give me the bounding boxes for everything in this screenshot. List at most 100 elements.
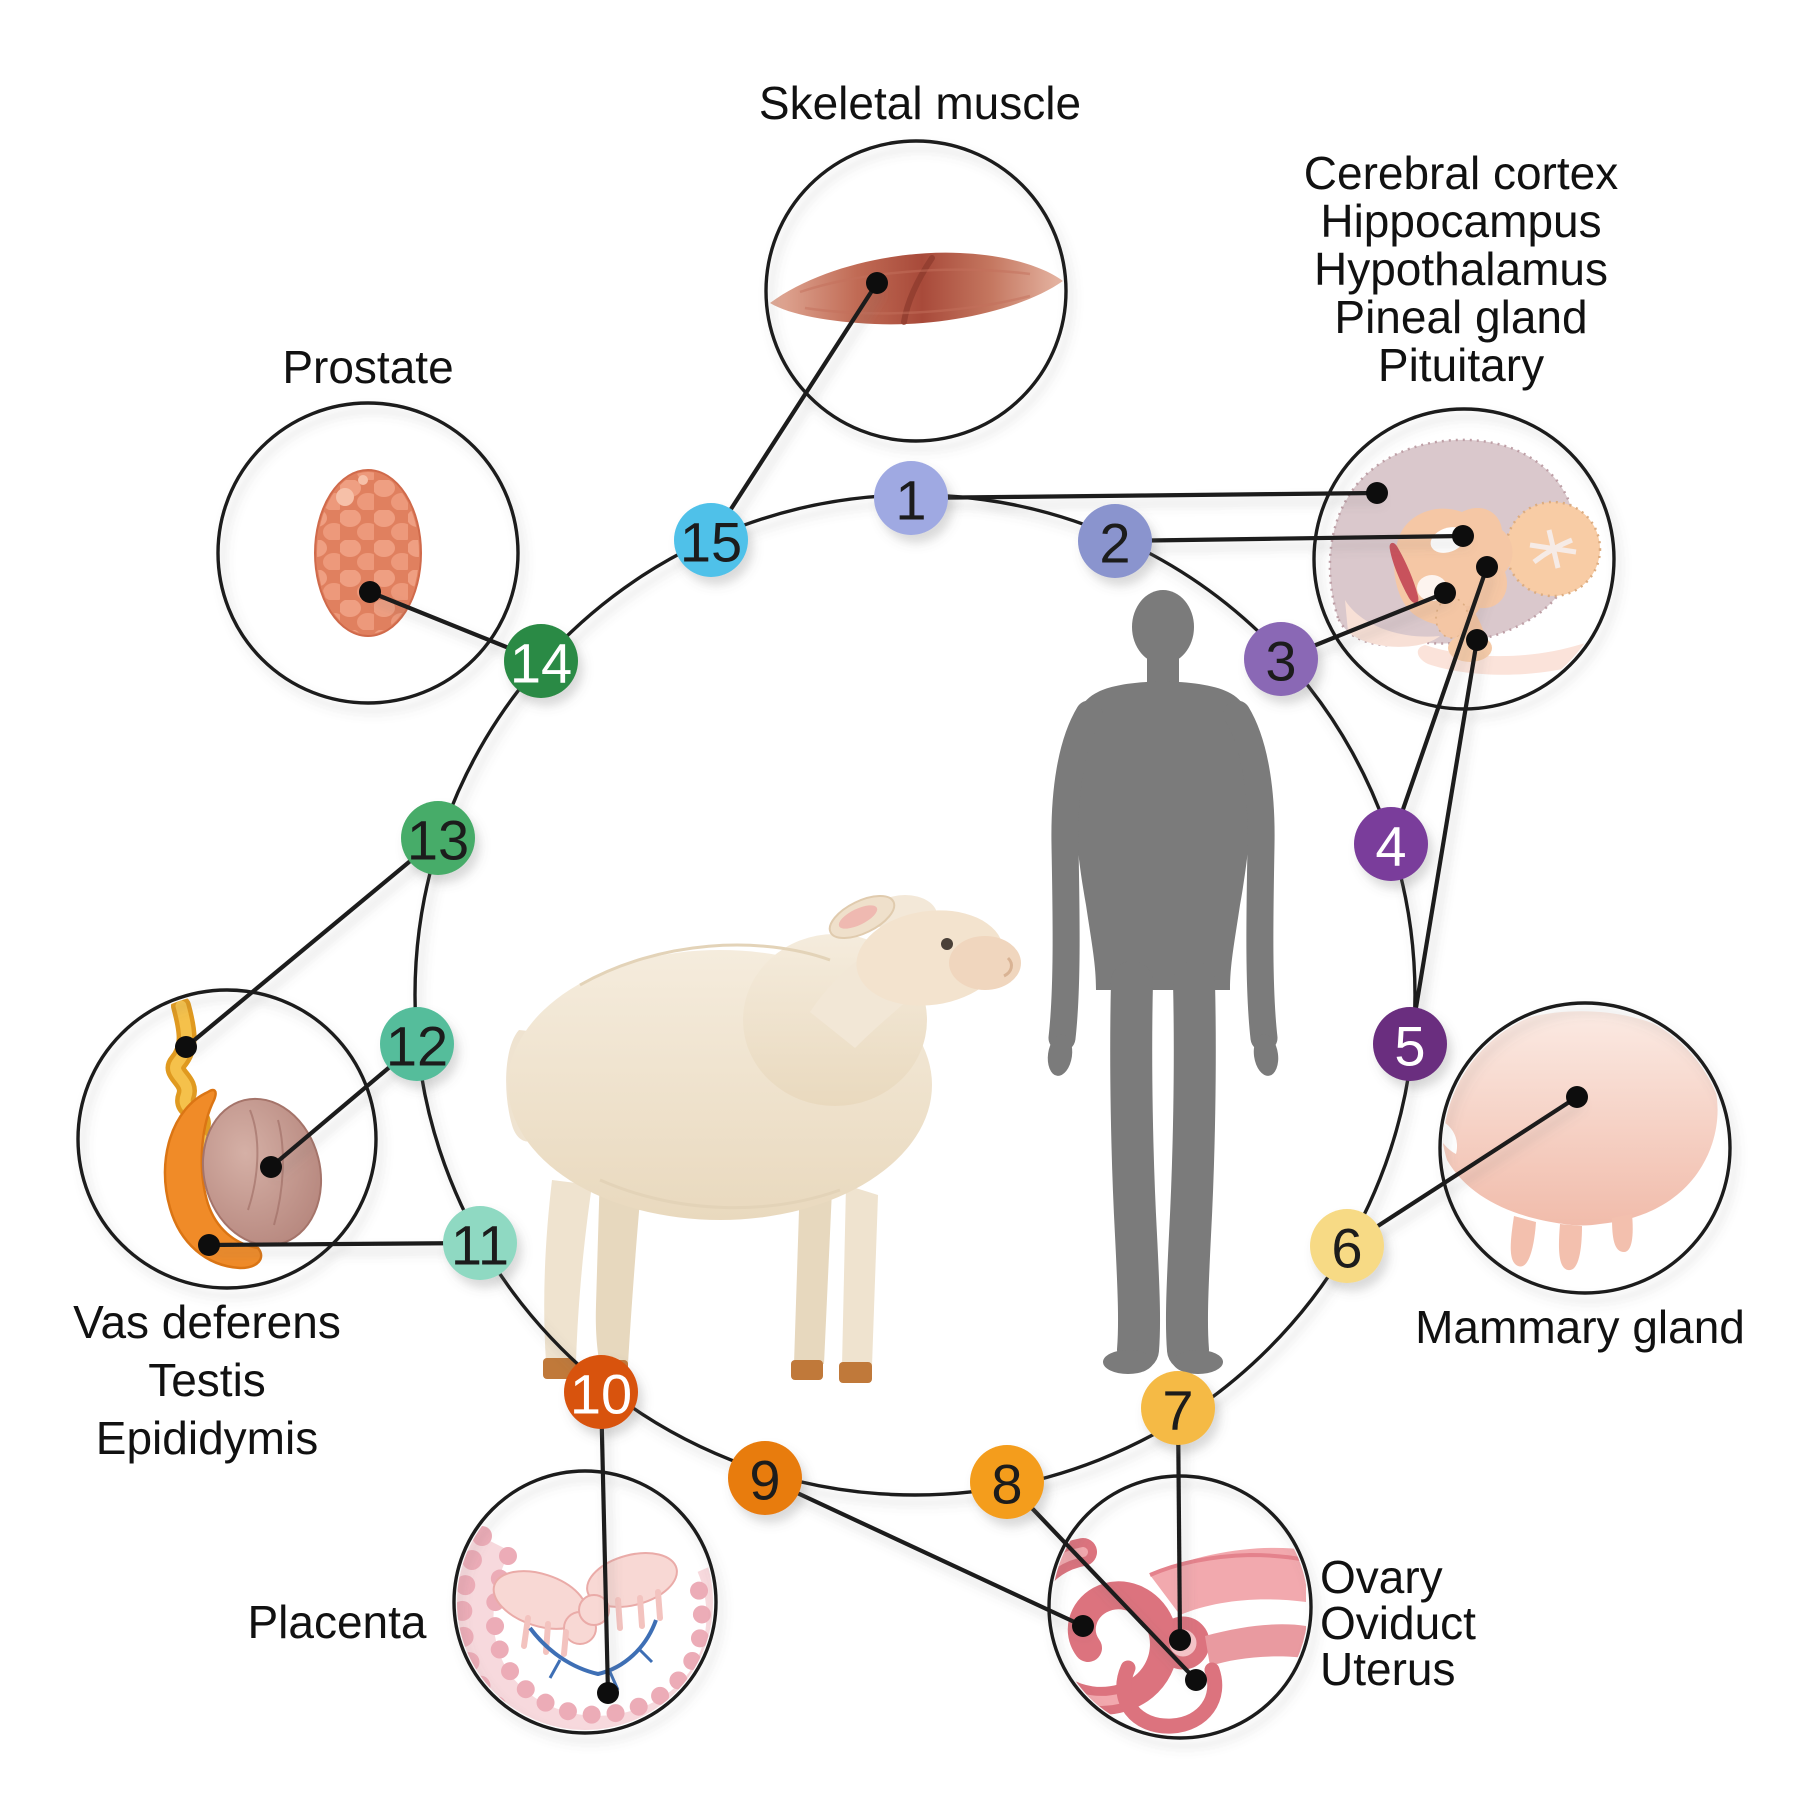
temporal-lobe [1345, 600, 1440, 647]
prostate-highlight [358, 475, 368, 485]
anatomy-dot-13 [175, 1036, 197, 1058]
human-foot-right [1173, 1350, 1223, 1374]
prostate-circle [216, 401, 520, 705]
node-number: 14 [510, 632, 572, 695]
anatomy-dot-14 [359, 581, 381, 603]
anatomy-dot-7 [1169, 1629, 1191, 1651]
node-badge-8: 8 [970, 1445, 1044, 1519]
anatomy-dot-1 [1366, 482, 1388, 504]
node-badge-15: 15 [674, 503, 748, 577]
human-hand-right [1253, 1034, 1279, 1076]
node-badge-12: 12 [380, 1007, 454, 1081]
oviduct-band [1205, 1624, 1306, 1666]
sheep-wool-line [599, 1178, 841, 1210]
lead-line-15 [709, 281, 879, 542]
mammary-gland-circle [1438, 1001, 1732, 1295]
human-arm-left [1048, 700, 1103, 1052]
node-badge-2: 2 [1078, 504, 1152, 578]
human-hand-left [1047, 1034, 1073, 1076]
anatomy-dots [175, 272, 1588, 1704]
node-number: 10 [570, 1363, 632, 1426]
ventricle-red [1389, 542, 1419, 604]
lead-line-13 [184, 836, 440, 1049]
node-badge-10: 10 [564, 1355, 638, 1429]
node-badge-14: 14 [504, 624, 578, 698]
teat [1558, 1224, 1582, 1271]
cotyledon-band [457, 1533, 713, 1730]
node-number: 6 [1331, 1217, 1362, 1280]
teat [1612, 1214, 1633, 1252]
sheep-hind-leg-near [544, 1180, 592, 1362]
sheep-front-leg-near [842, 1185, 878, 1366]
lead-line-11 [208, 1240, 481, 1248]
human-foot-left [1103, 1350, 1153, 1374]
node-number: 11 [451, 1214, 509, 1277]
skeletal-muscle-label: Skeletal muscle [759, 77, 1081, 129]
anatomy-dot-12 [260, 1156, 282, 1178]
anatomy-dot-8 [1185, 1669, 1207, 1691]
node-badge-7: 7 [1141, 1371, 1215, 1445]
lead-line-7 [1175, 1407, 1183, 1641]
fetal-lamb-right [578, 1552, 678, 1631]
human-head [1132, 590, 1194, 664]
node-number: 13 [407, 809, 469, 872]
prostate-illustration [314, 469, 422, 637]
placenta-circle [452, 1469, 718, 1735]
sheep-nose-line [1003, 956, 1013, 978]
anatomy-dot-2 [1452, 525, 1474, 547]
node-badge-4: 4 [1354, 807, 1428, 881]
human-arm-right [1223, 700, 1278, 1052]
human-silhouette [1047, 590, 1279, 1374]
skeletal-muscle-circle [764, 139, 1068, 443]
human-leg-right [1165, 961, 1216, 1371]
node-badge-5: 5 [1373, 1007, 1447, 1081]
mammary-gland-label: Mammary gland [1415, 1301, 1745, 1353]
uterine-band [1150, 1547, 1306, 1615]
testis-veins [247, 1109, 284, 1226]
human-torso [1072, 681, 1254, 990]
sheep-muzzle [949, 936, 1021, 990]
uterus-illustration [1052, 1538, 1307, 1734]
muscle-fiber-line [799, 268, 1031, 294]
prostate-highlight [336, 488, 354, 506]
prostate-label: Prostate [282, 341, 453, 393]
node-number: 7 [1162, 1379, 1193, 1442]
teat [1510, 1216, 1536, 1267]
node-badge-9: 9 [728, 1441, 802, 1515]
node-number: 4 [1375, 815, 1406, 878]
lead-line-1 [910, 490, 1378, 501]
sheep-front-leg-far [794, 1180, 832, 1364]
node-badge-11: 11 [443, 1206, 517, 1280]
prostate-texture [317, 472, 419, 634]
sheep-hoof [791, 1360, 823, 1380]
anatomy-dot-10 [597, 1682, 619, 1704]
node-badge-6: 6 [1310, 1209, 1384, 1283]
anatomy-dot-11 [198, 1234, 220, 1256]
anatomy-dot-3 [1434, 582, 1456, 604]
muscle-crease [901, 255, 935, 325]
node-number: 9 [749, 1449, 780, 1512]
testis-illustration [163, 996, 323, 1270]
node-number: 1 [895, 469, 926, 532]
placenta-illustration [457, 1526, 713, 1730]
anatomy-dot-15 [866, 272, 888, 294]
lead-line-5 [1407, 639, 1480, 1045]
lead-line-4 [1389, 566, 1489, 845]
anatomy-dot-4 [1476, 556, 1498, 578]
cerebellum-folia [1529, 529, 1577, 569]
epididymis [163, 1088, 263, 1270]
cotyledon-bumps-outer [457, 1526, 713, 1730]
node-badge-3: 3 [1244, 622, 1318, 696]
sheep-hind-leg-far [595, 1170, 640, 1365]
medulla-band [1417, 642, 1604, 675]
node-number: 15 [680, 511, 742, 574]
uterine-horn-coil [1052, 1538, 1178, 1715]
udder-body [1443, 1011, 1718, 1226]
node-number: 2 [1099, 512, 1130, 575]
human-neck [1147, 656, 1179, 684]
lead-line-6 [1345, 1095, 1579, 1248]
